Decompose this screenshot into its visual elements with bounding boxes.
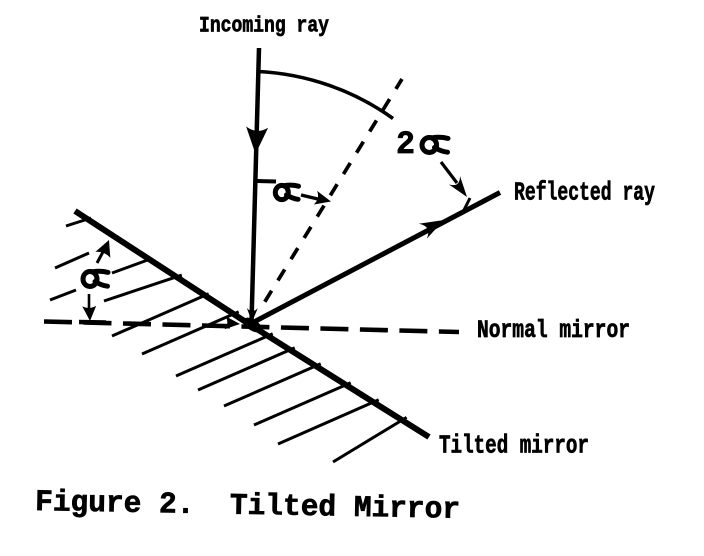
- svg-text:Reflected ray: Reflected ray: [514, 178, 655, 208]
- svg-text:Normal mirror: Normal mirror: [477, 316, 630, 345]
- svg-text:Incoming ray: Incoming ray: [199, 14, 329, 39]
- svg-text:2: 2: [396, 126, 415, 163]
- svg-text:Tilted mirror: Tilted mirror: [439, 431, 589, 461]
- svg-text:Figure 2. Tilted Mirror: Figure 2. Tilted Mirror: [35, 486, 461, 528]
